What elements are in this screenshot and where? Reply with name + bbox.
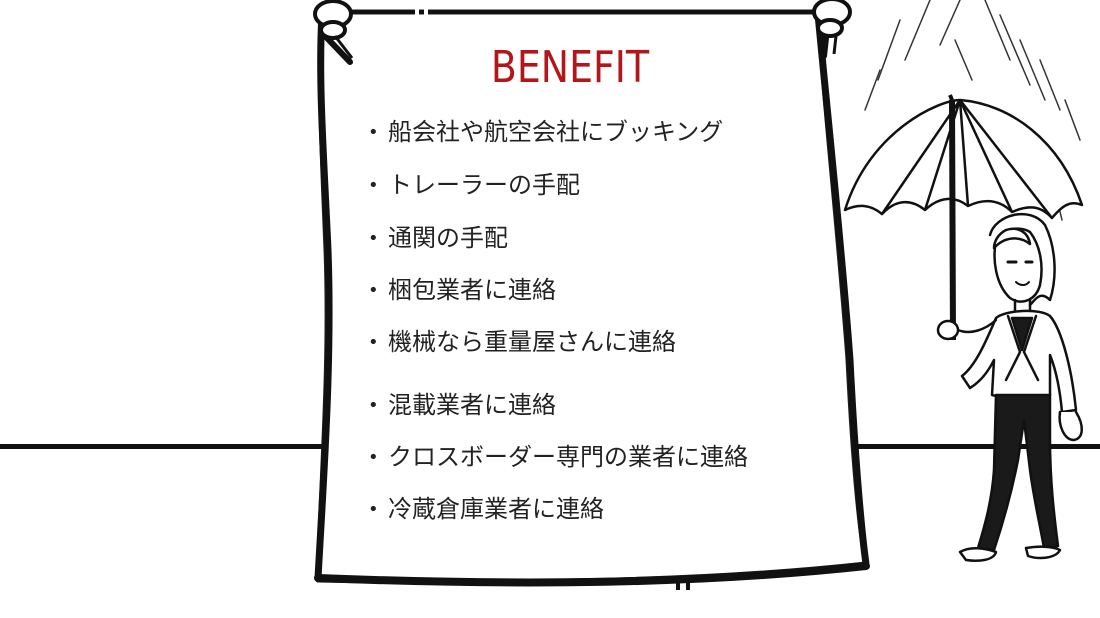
bullet-icon: • bbox=[368, 332, 379, 353]
poster-bottom-edge bbox=[314, 562, 870, 587]
list-item: • 梱包業者に連絡 bbox=[368, 274, 556, 307]
list-item-text: 機械なら重量屋さんに連絡 bbox=[388, 328, 676, 356]
bullet-icon: • bbox=[368, 122, 379, 143]
list-item: • 冷蔵倉庫業者に連絡 bbox=[368, 493, 604, 526]
list-item: • 混載業者に連絡 bbox=[368, 389, 556, 422]
woman-figure bbox=[936, 212, 1083, 562]
bullet-icon: • bbox=[368, 175, 379, 196]
poster-title: BENEFIT bbox=[490, 42, 650, 93]
list-item-text: 冷蔵倉庫業者に連絡 bbox=[388, 495, 604, 523]
list-item-text: クロスボーダー専門の業者に連絡 bbox=[388, 443, 748, 471]
list-item-text: 混載業者に連絡 bbox=[388, 391, 556, 419]
list-item: • 通関の手配 bbox=[368, 222, 508, 255]
poster-left-edge bbox=[314, 13, 333, 579]
list-item-text: トレーラーの手配 bbox=[388, 171, 580, 199]
bullet-icon: • bbox=[368, 228, 379, 249]
list-item-text: 梱包業者に連絡 bbox=[388, 276, 556, 304]
list-item: • トレーラーの手配 bbox=[368, 169, 580, 202]
list-item: • 船会社や航空会社にブッキング bbox=[368, 116, 723, 149]
poster-right-edge bbox=[814, 13, 870, 565]
bullet-icon: • bbox=[368, 447, 379, 468]
list-item: • 機械なら重量屋さんに連絡 bbox=[368, 326, 676, 359]
pushpin-icon bbox=[812, 0, 852, 59]
pushpin-icon bbox=[313, 0, 354, 65]
bullet-icon: • bbox=[368, 499, 379, 520]
list-item-text: 通関の手配 bbox=[388, 224, 508, 252]
list-item: • クロスボーダー専門の業者に連絡 bbox=[368, 441, 748, 474]
umbrella-icon bbox=[843, 94, 1084, 341]
list-item-text: 船会社や航空会社にブッキング bbox=[388, 118, 724, 146]
bullet-icon: • bbox=[368, 280, 379, 301]
bullet-icon: • bbox=[368, 395, 379, 416]
